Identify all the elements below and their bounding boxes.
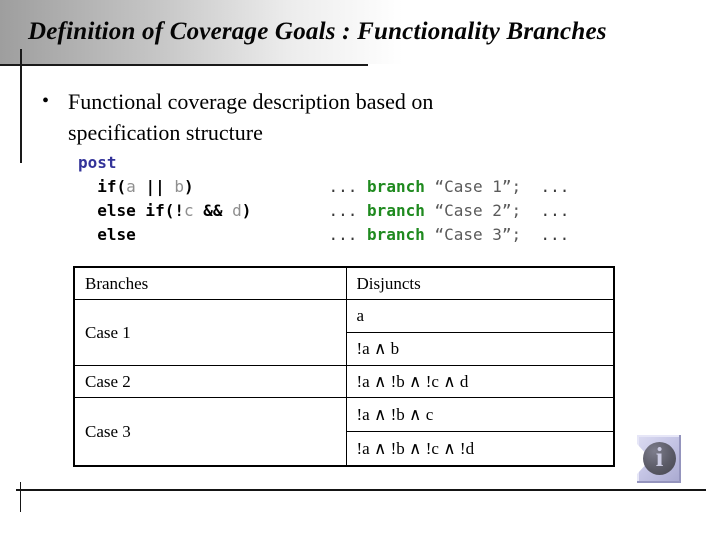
cell-case-1-disjunct-2: !a ∧ b bbox=[345, 332, 615, 366]
code-line: post bbox=[78, 153, 117, 172]
left-decor-line bbox=[20, 49, 22, 163]
col-header-branches: Branches bbox=[73, 266, 347, 300]
bullet-icon: • bbox=[42, 90, 50, 112]
bullet-item: • Functional coverage description based … bbox=[42, 86, 520, 148]
cell-case-1-disjunct-1: a bbox=[345, 299, 615, 333]
page-title: Definition of Coverage Goals : Functiona… bbox=[28, 18, 607, 45]
info-icon-circle: i bbox=[643, 442, 676, 475]
title-underline bbox=[0, 64, 368, 66]
bottom-rule-line bbox=[16, 489, 706, 491]
col-header-disjuncts: Disjuncts bbox=[345, 266, 615, 300]
cell-case-1: Case 1 bbox=[73, 299, 347, 366]
cell-case-3: Case 3 bbox=[73, 397, 347, 467]
bottom-tick-line bbox=[20, 482, 21, 512]
cell-case-3-disjunct-1: !a ∧ !b ∧ c bbox=[345, 397, 615, 432]
code-line: else if(!c && d) ... branch “Case 2”; ..… bbox=[78, 201, 570, 220]
cell-case-2: Case 2 bbox=[73, 365, 347, 398]
branches-table: Branches Disjuncts Case 1 a !a ∧ b Case … bbox=[73, 266, 615, 467]
code-line: if(a || b) ... branch “Case 1”; ... bbox=[97, 177, 570, 196]
bullet-text: Functional coverage description based on… bbox=[68, 89, 434, 145]
top-gradient-band bbox=[0, 0, 720, 64]
cell-case-2-disjunct-1: !a ∧ !b ∧ !c ∧ d bbox=[345, 365, 615, 398]
code-block: post if(a || b) ... branch “Case 1”; ...… bbox=[78, 151, 569, 247]
info-icon-letter: i bbox=[655, 442, 664, 472]
info-icon[interactable]: i bbox=[637, 435, 681, 483]
cell-case-3-disjunct-2: !a ∧ !b ∧ !c ∧ !d bbox=[345, 431, 615, 467]
code-line: else ... branch “Case 3”; ... bbox=[78, 225, 570, 244]
